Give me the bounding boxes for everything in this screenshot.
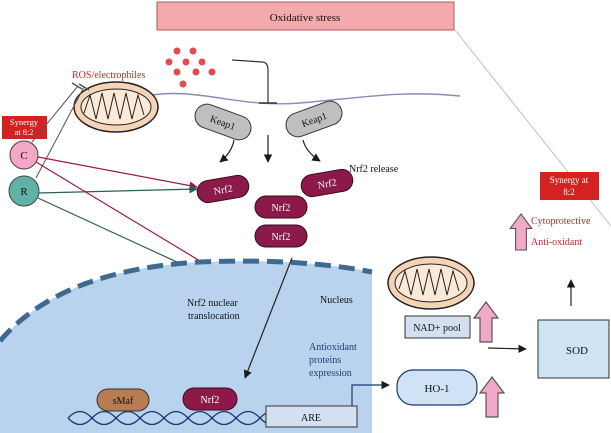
nucleus xyxy=(0,258,373,433)
translocation-arrow xyxy=(243,257,293,379)
mitochondrion-icon xyxy=(73,81,159,133)
nad-pool-box: NAD+ pool xyxy=(404,315,471,339)
svg-text:Nrf2: Nrf2 xyxy=(201,395,220,406)
antioxidant-label-3: expression xyxy=(309,368,352,379)
svg-text:NAD+ pool: NAD+ pool xyxy=(413,323,461,334)
keap1-left-arrow xyxy=(219,139,235,163)
nrf2-release-label: Nrf2 release xyxy=(349,164,399,175)
nrf2-stack-bottom: Nrf2 xyxy=(254,224,308,248)
svg-text:Nrf2: Nrf2 xyxy=(272,232,291,243)
synergy-box-right: Synergy at 8:2 xyxy=(540,172,599,200)
antioxidant-label-2: proteins xyxy=(309,355,341,366)
title-box: Oxidative stress xyxy=(156,1,455,31)
are-box: ARE xyxy=(265,405,358,428)
svg-text:Synergy: Synergy xyxy=(10,117,39,127)
svg-text:ARE: ARE xyxy=(301,413,321,424)
c-to-nrf2-arrow xyxy=(37,156,198,190)
compound-c: C xyxy=(9,140,39,170)
svg-text:Nrf2: Nrf2 xyxy=(317,177,338,191)
svg-text:Synergy at: Synergy at xyxy=(550,175,589,185)
svg-text:at 8:2: at 8:2 xyxy=(14,127,33,137)
svg-text:sMaf: sMaf xyxy=(113,396,134,407)
translocation-label-1: Nrf2 nuclear xyxy=(187,298,238,309)
ho1: HO-1 xyxy=(396,369,478,406)
mitochondrion-right-icon xyxy=(387,256,475,310)
keap1-right: Keap1 xyxy=(285,100,343,138)
ros-inhibit-line xyxy=(231,59,269,103)
c-inhibit-ros-line xyxy=(31,85,79,143)
arrow-up-ho1 xyxy=(479,376,505,418)
compound-r: R xyxy=(8,175,40,207)
antioxidant-label-1: Antioxidant xyxy=(309,342,357,353)
nrf2-left: Nrf2 xyxy=(196,174,250,204)
to-sod-arrow xyxy=(487,344,527,353)
ros-dots xyxy=(165,47,216,88)
nrf2-nucleus: Nrf2 xyxy=(182,387,238,411)
title-text: Oxidative stress xyxy=(270,12,341,24)
nrf2-stack-top: Nrf2 xyxy=(254,195,308,219)
keap1-left: Keap1 xyxy=(194,103,252,141)
r-inhibit-ros-line xyxy=(35,86,85,179)
are-to-ho1-arrow xyxy=(351,380,390,406)
sod-box: SOD xyxy=(537,319,610,379)
smaf: sMaf xyxy=(96,388,150,412)
translocation-label-2: translocation xyxy=(188,311,240,322)
svg-text:C: C xyxy=(20,150,27,162)
arrow-up-cytoprotective xyxy=(509,213,533,251)
svg-text:SOD: SOD xyxy=(566,345,588,357)
svg-text:HO-1: HO-1 xyxy=(424,383,449,395)
svg-text:Nrf2: Nrf2 xyxy=(213,183,234,197)
svg-text:Nrf2: Nrf2 xyxy=(272,203,291,214)
r-to-nrf2-arrow xyxy=(37,184,198,194)
svg-text:8:2: 8:2 xyxy=(563,187,575,197)
anti-oxidant-label: Anti-oxidant xyxy=(531,237,582,248)
keap1-right-arrow xyxy=(302,139,321,162)
cell-membrane xyxy=(151,92,461,105)
arrow-up-nad xyxy=(473,301,499,343)
ros-electrophiles-label: ROS/electrophiles xyxy=(72,70,145,81)
nrf2-right: Nrf2 xyxy=(300,168,354,198)
cytoprotective-label: Cytoprotective xyxy=(531,216,591,227)
synergy-box-left: Synergy at 8:2 xyxy=(2,116,47,139)
nucleus-label: Nucleus xyxy=(320,295,353,306)
svg-text:R: R xyxy=(20,186,28,198)
